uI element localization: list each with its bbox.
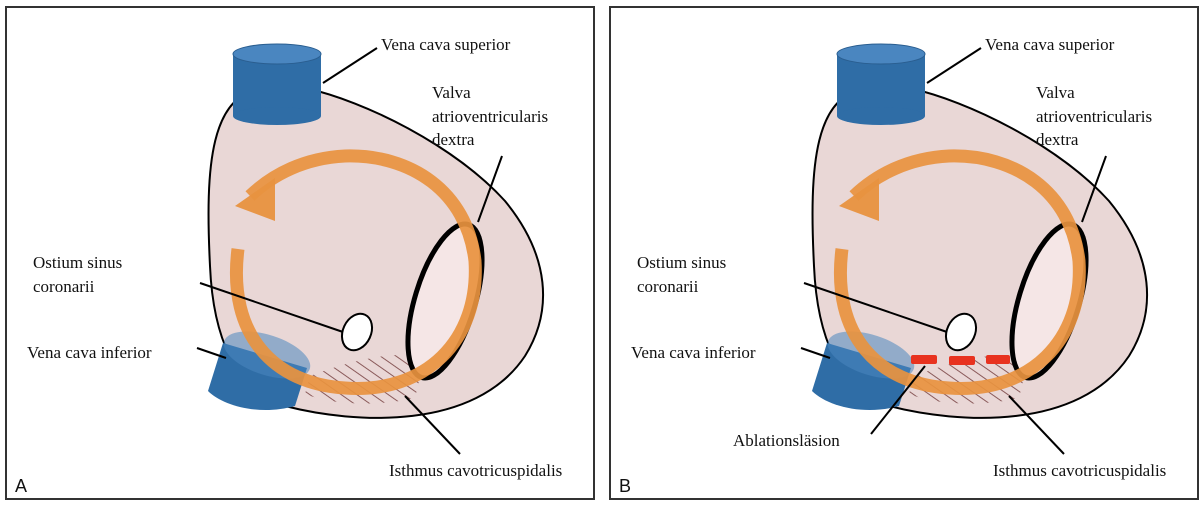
- panel-a: Vena cava superior Valva atrioventricula…: [5, 6, 595, 500]
- label-ostium-line2: coronarii: [637, 277, 699, 296]
- label-valva-line1: Valva: [432, 83, 471, 102]
- panel-b: Vena cava superior Valva atrioventricula…: [609, 6, 1199, 500]
- label-valva-line3: dextra: [1036, 130, 1079, 149]
- label-vena-cava-inferior: Vena cava inferior: [27, 343, 152, 362]
- vena-cava-superior-shape: [233, 44, 321, 125]
- panel-letter: B: [619, 476, 631, 496]
- label-ostium-line2: coronarii: [33, 277, 95, 296]
- ablation-dash: [949, 356, 975, 365]
- label-vena-cava-inferior: Vena cava inferior: [631, 343, 756, 362]
- label-valva-line2: atrioventricularis: [432, 107, 548, 126]
- panel-b-diagram: Vena cava superior Valva atrioventricula…: [609, 6, 1199, 500]
- label-ablation: Ablationsläsion: [733, 431, 840, 450]
- ablation-dash: [911, 355, 937, 364]
- panel-a-diagram: Vena cava superior Valva atrioventricula…: [5, 6, 595, 500]
- ablation-dash: [986, 355, 1010, 364]
- label-valva-line1: Valva: [1036, 83, 1075, 102]
- label-valva-line2: atrioventricularis: [1036, 107, 1152, 126]
- panel-letter: A: [15, 476, 27, 496]
- label-ostium-line1: Ostium sinus: [637, 253, 726, 272]
- label-valva-line3: dextra: [432, 130, 475, 149]
- vena-cava-superior-shape: [837, 44, 925, 125]
- label-vena-cava-superior: Vena cava superior: [985, 35, 1115, 54]
- ablation-lesion: [911, 355, 1010, 365]
- label-isthmus: Isthmus cavotricuspidalis: [389, 461, 562, 480]
- label-vena-cava-superior: Vena cava superior: [381, 35, 511, 54]
- label-isthmus: Isthmus cavotricuspidalis: [993, 461, 1166, 480]
- label-ostium-line1: Ostium sinus: [33, 253, 122, 272]
